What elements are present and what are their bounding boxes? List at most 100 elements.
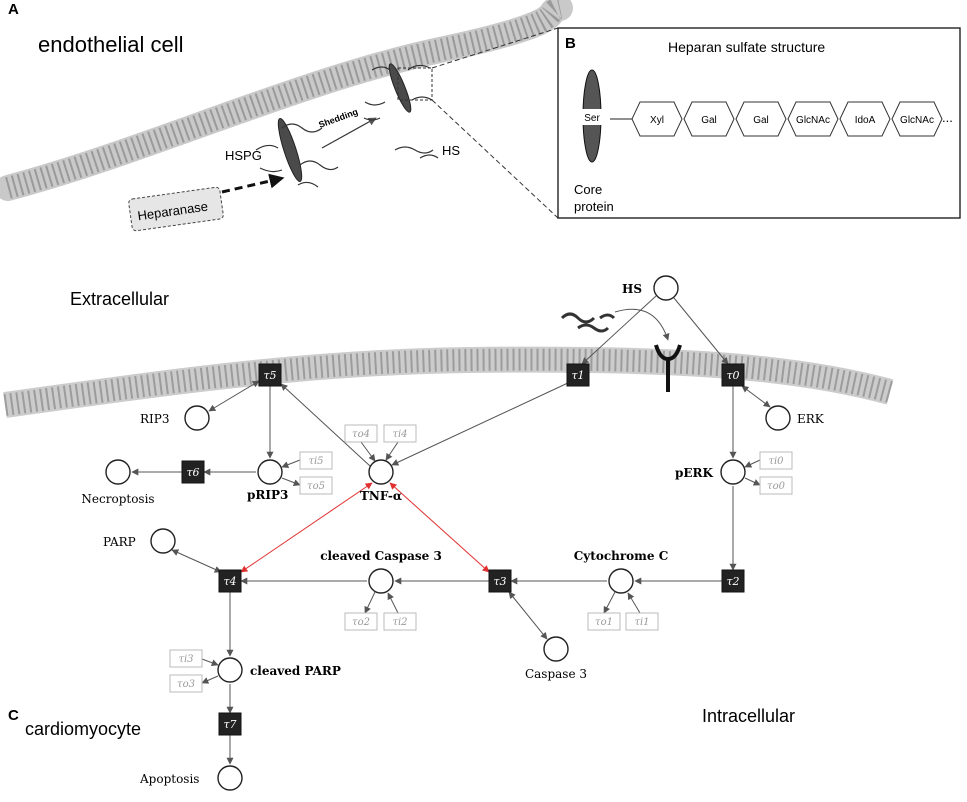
transition-t6 bbox=[181, 460, 205, 484]
tag-ti0 bbox=[759, 451, 793, 470]
cardiomyocyte-membrane-texture bbox=[3, 348, 893, 416]
transition-t5 bbox=[258, 363, 282, 387]
cardiomyocyte-label: cardiomyocyte bbox=[25, 719, 141, 739]
tag-to5-text: τo5 bbox=[307, 481, 325, 492]
sugar-residue bbox=[683, 101, 735, 137]
edge-hs-t0 bbox=[673, 297, 729, 365]
tag-ti2-text: τi2 bbox=[392, 617, 407, 628]
tag-to5 bbox=[299, 476, 333, 495]
shedding-arrow bbox=[321, 117, 377, 149]
edge-t5-rip3 bbox=[208, 380, 260, 412]
ser-label: Ser bbox=[584, 113, 600, 124]
edge-ti3-cparp bbox=[201, 658, 219, 667]
heparanase-arrow bbox=[221, 173, 285, 194]
extracellular-label: Extracellular bbox=[70, 289, 169, 309]
hspg-core-protein bbox=[277, 118, 303, 182]
edge-ti5-prip3 bbox=[281, 459, 301, 468]
tag-to0 bbox=[759, 476, 793, 495]
tag-to4-text: τo4 bbox=[352, 429, 370, 440]
place-hs bbox=[653, 275, 679, 301]
place-cytochrome-c bbox=[608, 568, 634, 594]
endothelial-cell-label: endothelial cell bbox=[38, 32, 184, 57]
tag-ti1-text: τi1 bbox=[634, 617, 649, 628]
transition-t4 bbox=[218, 569, 242, 593]
rip3-label: RIP3 bbox=[140, 412, 169, 426]
t2-label: τ2 bbox=[726, 575, 739, 588]
panel-c: Extracellular Intracellular C cardiomyoc… bbox=[3, 275, 894, 791]
zoom-line-bottom bbox=[431, 99, 559, 219]
place-tnf bbox=[368, 459, 394, 485]
sugar-residue-label: GlcNAc bbox=[796, 115, 830, 126]
place-necroptosis bbox=[105, 459, 131, 485]
hs-label-a: HS bbox=[442, 143, 460, 158]
receptor-icon bbox=[654, 344, 682, 392]
panel-b: B Heparan sulfate structure Ser Core pro… bbox=[557, 27, 961, 219]
place-parp bbox=[150, 528, 176, 554]
edge-t4-parp bbox=[171, 549, 222, 573]
sugar-residue-label: Xyl bbox=[650, 115, 664, 126]
t6-label: τ6 bbox=[186, 466, 199, 479]
shedding-label: Shedding bbox=[317, 106, 359, 129]
place-erk bbox=[765, 405, 791, 431]
edge-cparp-to3 bbox=[201, 675, 219, 684]
edge-tnf-ti4 bbox=[385, 441, 399, 461]
cytochrome-c-label: Cytochrome C bbox=[574, 549, 669, 563]
edge-ti1-cytc bbox=[627, 592, 641, 614]
tnf-label: TNF-α bbox=[360, 489, 402, 503]
erk-label: ERK bbox=[797, 412, 825, 426]
place-prip3 bbox=[257, 459, 283, 485]
tag-ti4-text: τi4 bbox=[392, 429, 407, 440]
necroptosis-label: Necroptosis bbox=[81, 492, 154, 506]
hspg-label: HSPG bbox=[225, 148, 262, 163]
panel-a-letter: A bbox=[8, 1, 19, 18]
panel-a: A endothelial cell HSPG Shedding HS Hepa… bbox=[0, 0, 573, 232]
tag-to3-text: τo3 bbox=[177, 679, 195, 690]
edge-prip3-to5 bbox=[281, 477, 301, 486]
sugar-residue-label: IdoA bbox=[855, 115, 876, 126]
transition-t3 bbox=[488, 569, 512, 593]
sugar-residue bbox=[891, 101, 943, 137]
t5-label: τ5 bbox=[263, 369, 276, 382]
tag-to1 bbox=[587, 612, 621, 631]
edge-perk-to0 bbox=[744, 477, 761, 486]
edges bbox=[131, 295, 771, 765]
t4-label: τ4 bbox=[223, 575, 236, 588]
zoom-box bbox=[397, 67, 433, 101]
tag-ti5-text: τi5 bbox=[308, 456, 323, 467]
tag-to4 bbox=[344, 424, 378, 443]
tag-ti3-text: τi3 bbox=[178, 654, 193, 665]
tag-to2-text: τo2 bbox=[352, 617, 370, 628]
hs-receptor-arrow bbox=[614, 308, 670, 341]
place-apoptosis bbox=[217, 765, 243, 791]
heparanase-box bbox=[128, 186, 224, 232]
transition-t2 bbox=[721, 569, 745, 593]
tag-to3 bbox=[169, 674, 203, 693]
sugar-residue-label: GlcNAc bbox=[900, 115, 934, 126]
edge-ccasp3-to2 bbox=[364, 591, 376, 614]
place-cleaved-caspase3 bbox=[368, 568, 394, 594]
hs-place-label: HS bbox=[622, 282, 642, 296]
panel-c-letter: C bbox=[8, 707, 19, 724]
edge-ti2-ccasp3 bbox=[387, 592, 399, 614]
perk-label: pERK bbox=[675, 466, 714, 480]
transition-t7 bbox=[218, 712, 242, 736]
tag-ti4 bbox=[383, 424, 417, 443]
place-rip3 bbox=[184, 405, 210, 431]
tag-to0-text: τo0 bbox=[767, 481, 786, 492]
place-perk bbox=[720, 459, 746, 485]
tag-ti5 bbox=[299, 451, 333, 470]
tag-to2 bbox=[344, 612, 378, 631]
sugar-residue-label: Gal bbox=[701, 115, 717, 126]
tag-ti2 bbox=[383, 612, 417, 631]
tag-to1-text: τo1 bbox=[595, 617, 613, 628]
chain-ellipsis: ... bbox=[942, 110, 953, 125]
edge-tnf-t4 bbox=[240, 482, 373, 573]
edge-tnf-t3 bbox=[389, 482, 490, 573]
edge-hs-t1 bbox=[581, 295, 657, 365]
edge-tnf-t5 bbox=[280, 383, 371, 467]
prip3-label: pRIP3 bbox=[247, 488, 288, 502]
hs-squiggles-icon bbox=[560, 312, 616, 333]
tag-ti1 bbox=[625, 612, 659, 631]
edge-to4-tnf bbox=[360, 441, 376, 462]
